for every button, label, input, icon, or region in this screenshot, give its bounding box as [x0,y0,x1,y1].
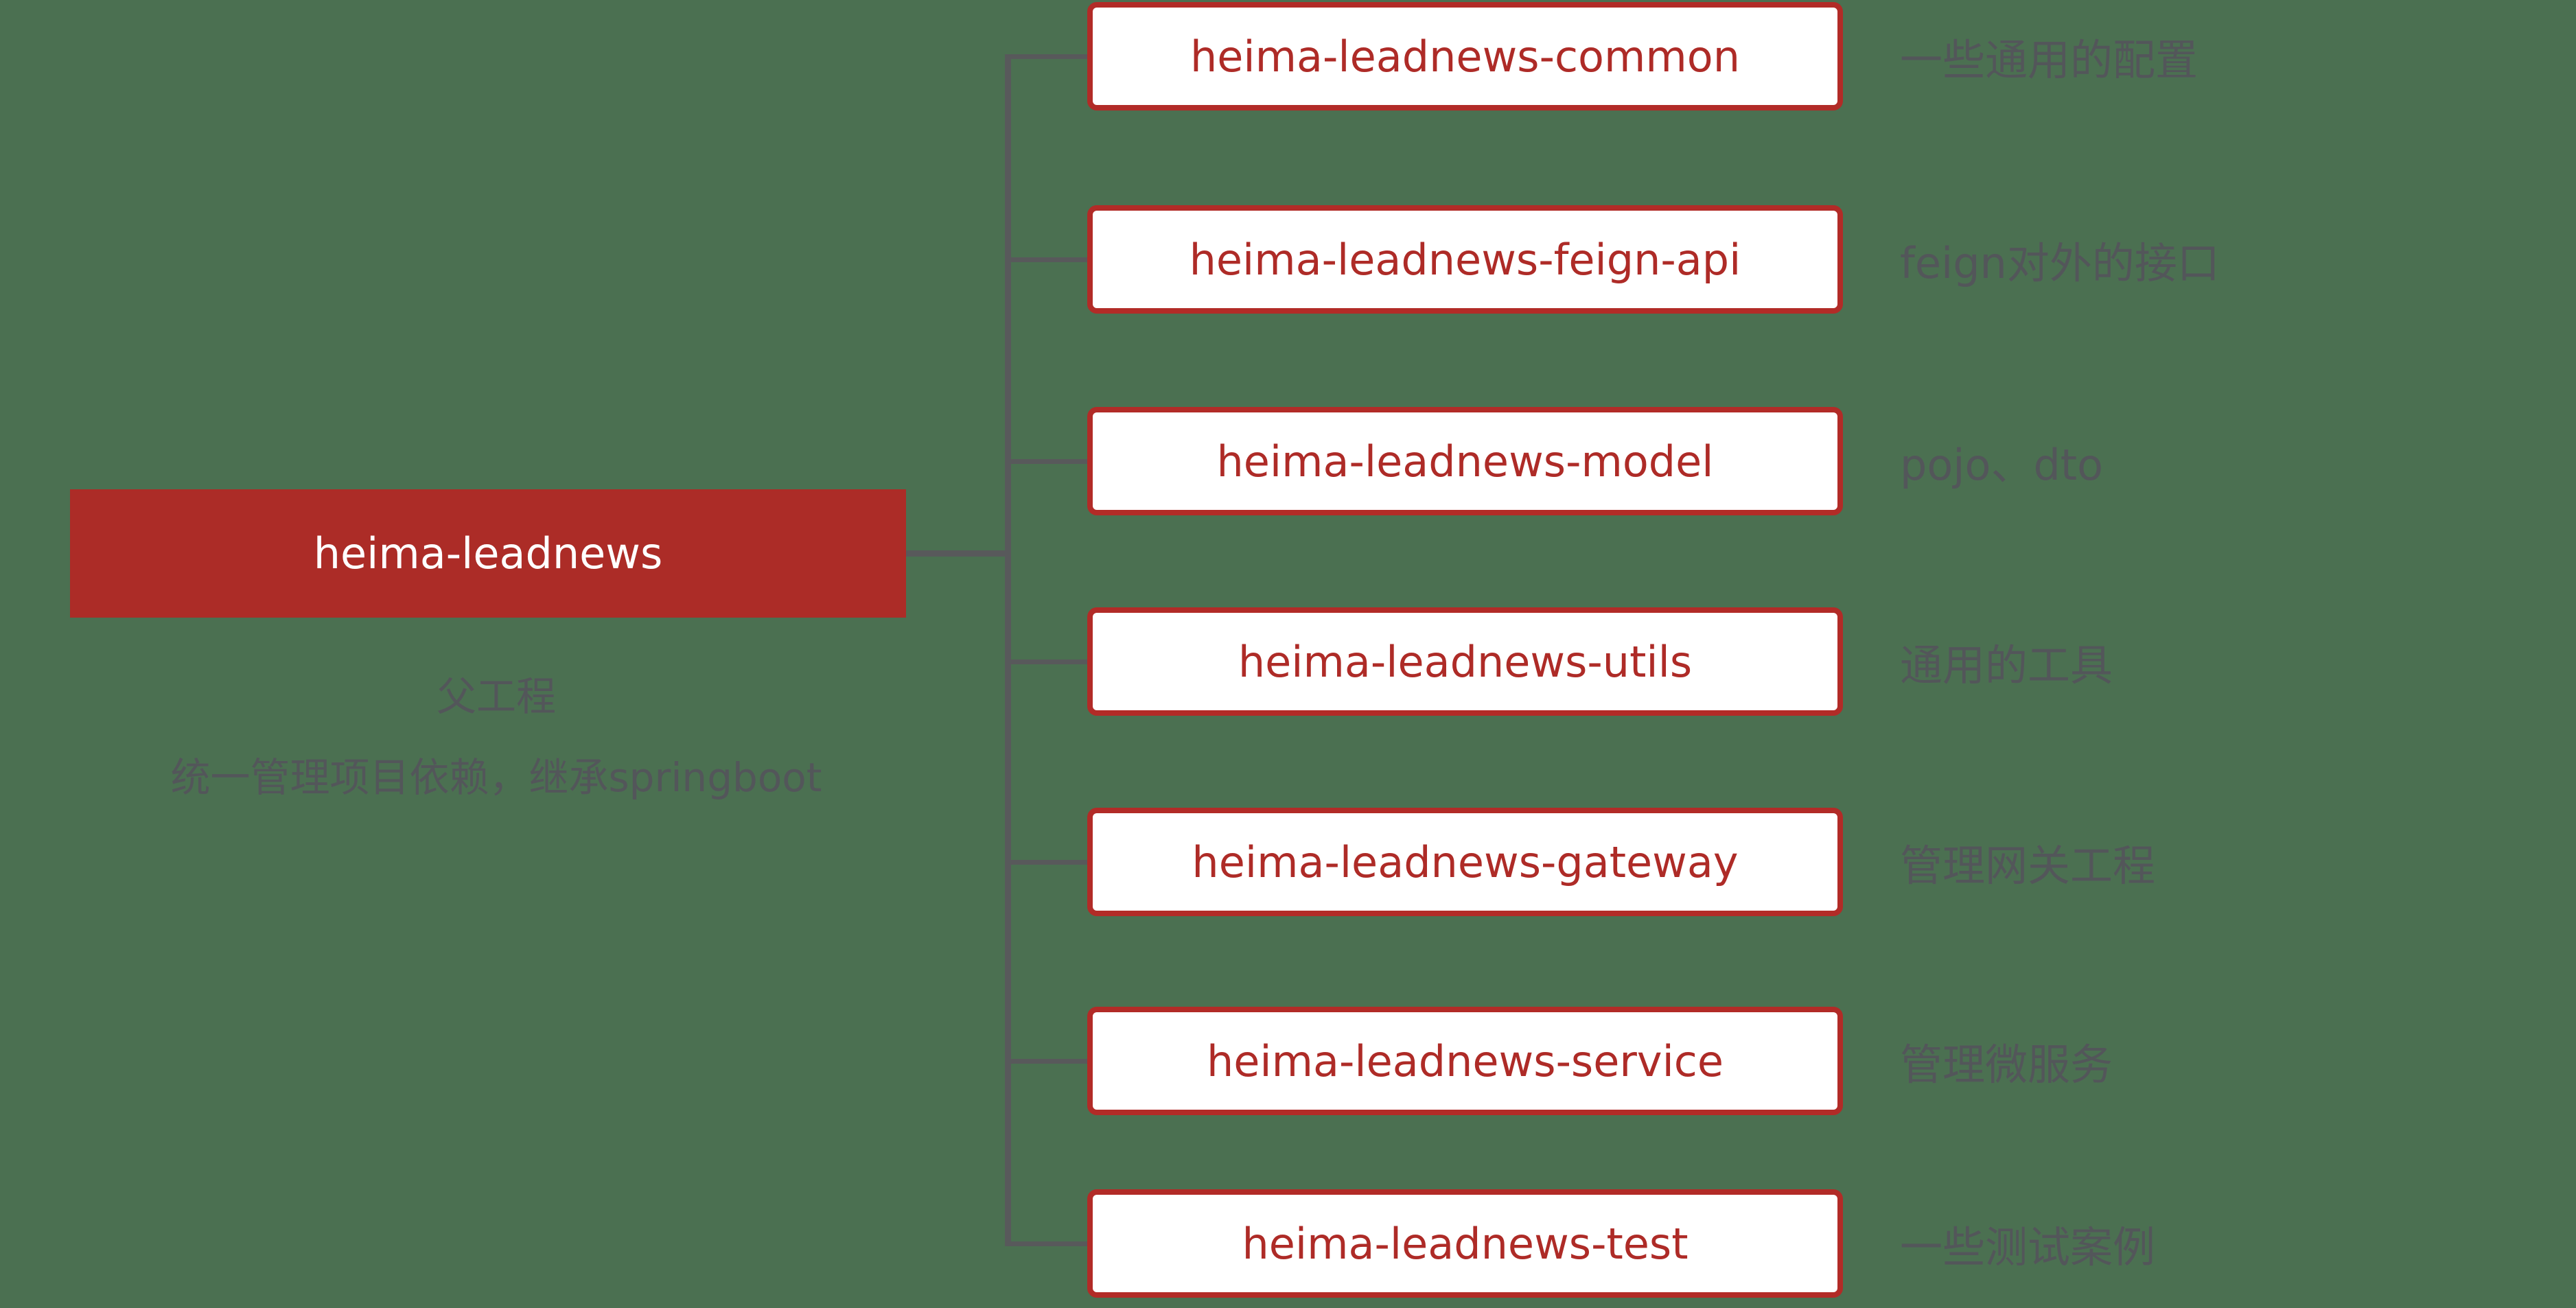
root-note-line2: 统一管理项目依赖，继承springboot [170,754,822,801]
connector-branch-5 [1006,860,1089,865]
connector-branch-4 [1006,659,1089,664]
root-node-heima-leadnews: heima-leadnews [70,489,906,618]
connector-branch-6 [1006,1059,1089,1064]
child-node-label: heima-leadnews-service [1206,1036,1724,1086]
child-node-7: heima-leadnews-test [1087,1189,1843,1298]
child-node-4: heima-leadnews-utils [1087,607,1843,716]
root-note-line1: 父工程 [436,673,556,720]
connector-branch-7 [1006,1241,1089,1246]
child-node-2: heima-leadnews-feign-api [1087,205,1843,314]
child-node-label: heima-leadnews-test [1242,1218,1689,1269]
child-node-annotation: 管理网关工程 [1900,841,2156,891]
connector-root-to-trunk [906,550,1008,557]
child-node-5: heima-leadnews-gateway [1087,808,1843,916]
connector-branch-2 [1006,257,1089,262]
child-node-label: heima-leadnews-gateway [1192,837,1739,887]
child-node-label: heima-leadnews-utils [1238,636,1693,687]
child-node-annotation: feign对外的接口 [1900,238,2220,288]
connector-branch-1 [1006,54,1089,59]
child-node-1: heima-leadnews-common [1087,2,1843,110]
child-node-label: heima-leadnews-common [1190,31,1740,82]
connector-branch-3 [1006,459,1089,464]
child-node-annotation: 通用的工具 [1900,640,2113,690]
child-node-annotation: 一些通用的配置 [1900,35,2198,85]
child-node-label: heima-leadnews-model [1216,436,1714,487]
root-node-label: heima-leadnews [313,528,663,579]
child-node-annotation: 一些测试案例 [1900,1222,2156,1272]
child-node-6: heima-leadnews-service [1087,1007,1843,1115]
child-node-annotation: pojo、dto [1900,440,2104,490]
child-node-3: heima-leadnews-model [1087,407,1843,515]
connector-trunk [1005,54,1011,1246]
child-node-label: heima-leadnews-feign-api [1189,234,1741,285]
child-node-annotation: 管理微服务 [1900,1040,2113,1090]
